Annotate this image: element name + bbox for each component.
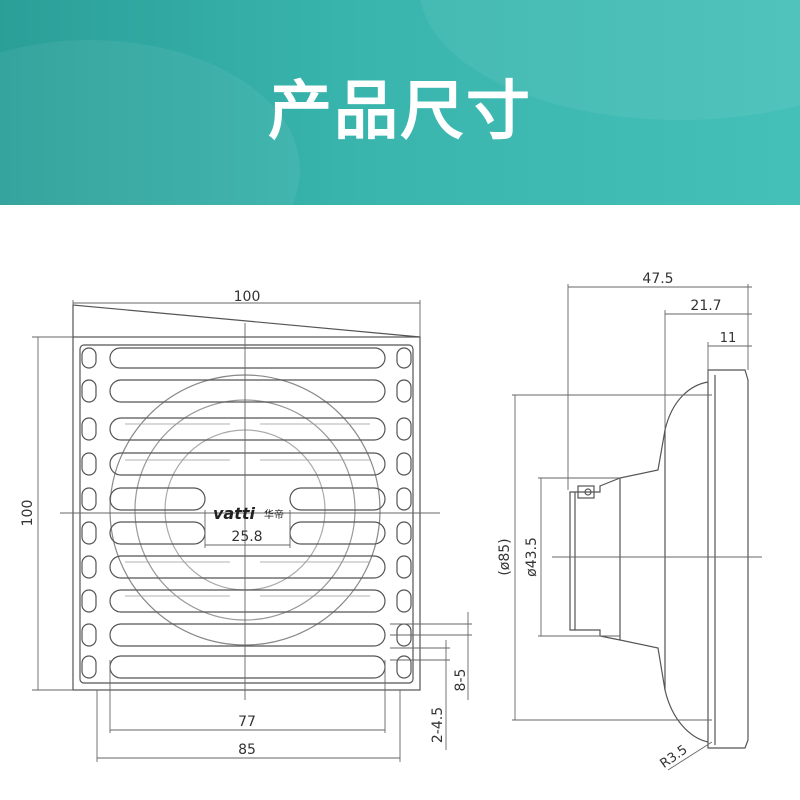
dim-mid-depth: 21.7: [690, 298, 721, 314]
dim-flange: 11: [720, 331, 737, 346]
dim-total-depth: 47.5: [642, 271, 673, 287]
side-stem: [569, 477, 621, 641]
dim-depth-b: 2-4.5: [430, 707, 446, 743]
dim-depth-a: 8-5: [453, 669, 469, 692]
header-banner: 产品尺寸: [0, 0, 800, 205]
dim-inner-dia: ø43.5: [524, 537, 540, 577]
dim-height-100: 100: [20, 500, 36, 527]
dim-inner-width: 77: [238, 714, 256, 730]
dim-radius: R3.5: [658, 742, 691, 771]
page-title: 产品尺寸: [268, 75, 532, 149]
top-plate-outline: [72, 304, 421, 338]
side-latch: [577, 485, 595, 499]
left-side-slots: [81, 347, 97, 679]
dimension-drawing: 100 100 vatti 华帝 25.8 77 85 8-5 2-4.5 47…: [20, 271, 762, 772]
front-inner-panel: [79, 344, 414, 684]
logo-text: vatti: [213, 504, 256, 523]
dim-outer-dia: (ø85): [497, 538, 513, 575]
grille-slots: [109, 347, 386, 679]
front-view: [32, 300, 472, 762]
right-side-slots: [396, 347, 412, 679]
front-outer-frame: [72, 336, 421, 691]
dim-outer-width: 85: [238, 742, 256, 758]
logo-cn: 华帝: [264, 508, 284, 521]
side-view: [512, 284, 762, 771]
side-body: [619, 381, 709, 743]
dim-width-100: 100: [234, 289, 261, 305]
dim-inner-gap: 25.8: [231, 529, 262, 545]
side-flange: [707, 369, 749, 749]
